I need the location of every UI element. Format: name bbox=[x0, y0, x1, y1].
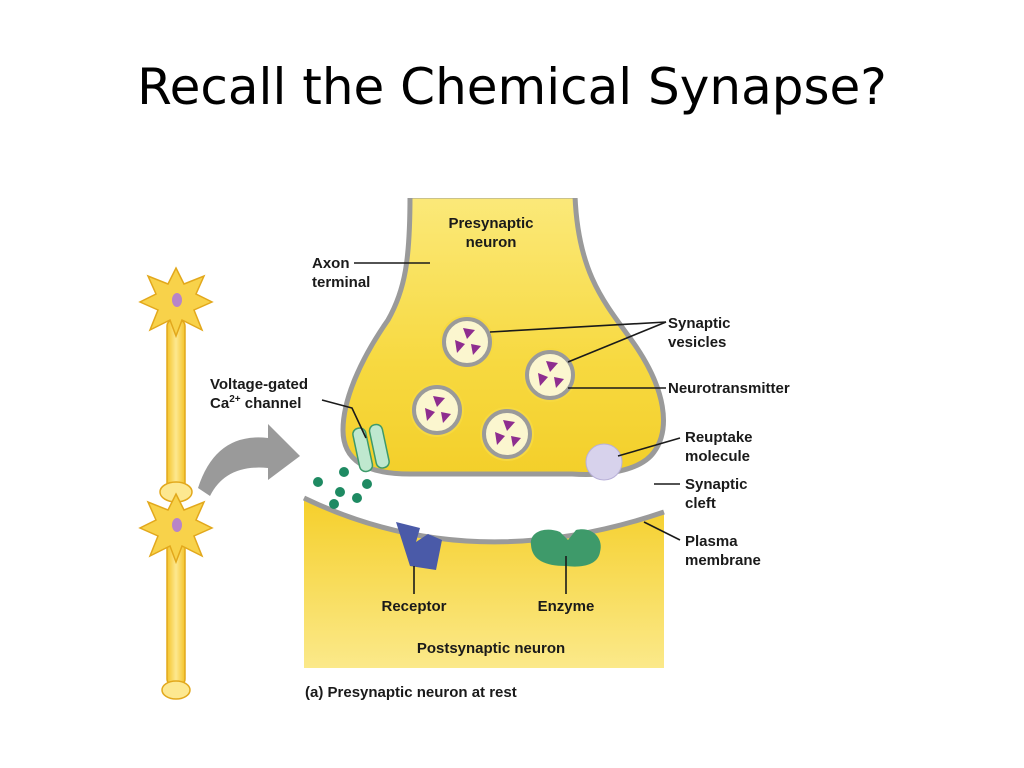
synaptic-vesicles-label: Synaptic bbox=[668, 315, 731, 332]
axon-terminal-label-line2: terminal bbox=[312, 274, 370, 291]
synaptic-vesicle bbox=[521, 346, 579, 404]
zoom-arrow bbox=[198, 424, 300, 496]
enzyme-label: Enzyme bbox=[538, 598, 595, 615]
voltage-gated-ca-channel bbox=[352, 423, 390, 473]
calcium-ions bbox=[313, 467, 372, 509]
synaptic-vesicles-label-line2: vesicles bbox=[668, 334, 726, 351]
axon-terminal-label: Axon bbox=[312, 255, 350, 272]
slide-title: Recall the Chemical Synapse? bbox=[137, 58, 887, 116]
enzyme bbox=[530, 529, 601, 567]
presynaptic-neuron-label: Presynaptic bbox=[448, 215, 533, 232]
plasma-membrane-label: Plasma bbox=[685, 533, 738, 550]
presynaptic-neuron-label-line2: neuron bbox=[466, 234, 517, 251]
neuron-chain bbox=[138, 266, 214, 700]
ca-channel-label: Ca2+ channel bbox=[210, 394, 301, 412]
synaptic-cleft-label-line2: cleft bbox=[685, 495, 716, 512]
reuptake-molecule-label: Reuptake bbox=[685, 429, 753, 446]
plasma-membrane bbox=[302, 495, 665, 545]
leader-lines bbox=[321, 262, 681, 594]
receptor-label: Receptor bbox=[381, 598, 446, 615]
figure-caption: (a) Presynaptic neuron at rest bbox=[305, 684, 517, 701]
synaptic-vesicle bbox=[438, 313, 496, 371]
neurotransmitter-label: Neurotransmitter bbox=[668, 380, 790, 397]
synaptic-vesicle bbox=[408, 381, 466, 439]
reuptake-molecule bbox=[585, 443, 623, 481]
postsynaptic-neuron-label: Postsynaptic neuron bbox=[417, 640, 565, 657]
voltage-gated-channel-label: Voltage-gated bbox=[210, 376, 308, 393]
receptor bbox=[396, 522, 442, 570]
reuptake-molecule-label-line2: molecule bbox=[685, 448, 750, 465]
plasma-membrane-label-line2: membrane bbox=[685, 552, 761, 569]
synaptic-cleft-label: Synaptic bbox=[685, 476, 748, 493]
synaptic-vesicle bbox=[478, 405, 536, 463]
